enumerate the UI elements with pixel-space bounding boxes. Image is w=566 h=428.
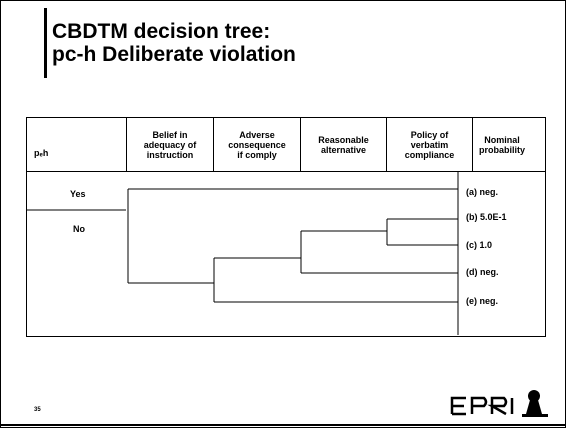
outcome-e: (e) neg. (466, 296, 499, 306)
decision-tree-table: Belief in adequacy of instruction Advers… (26, 117, 546, 337)
row-label-yes: Yes (70, 189, 86, 199)
epri-logo (450, 390, 548, 417)
outcome-a: (a) neg. (466, 187, 499, 197)
title-accent-bar (44, 8, 47, 78)
outcome-d: (d) neg. (466, 267, 499, 277)
title-line-1: CBDTM decision tree: (52, 20, 271, 43)
header-policy: Policy of verbatim compliance (387, 118, 473, 171)
header-adverse: Adverse consequence if comply (214, 118, 301, 171)
header-nominal: Nominal probability (478, 134, 525, 155)
header-divider (27, 171, 545, 172)
row-label-no: No (73, 224, 85, 234)
page-number: 35 (34, 407, 41, 413)
header-belief: Belief in adequacy of instruction (127, 118, 214, 171)
header-reasonable: Reasonable alternative (301, 118, 387, 171)
pch-header-label: pₑh (34, 148, 49, 158)
header-pch (27, 118, 127, 171)
title-line-2: pc-h Deliberate violation (52, 43, 296, 66)
slide-title: CBDTM decision tree: pc-h Deliberate vio… (52, 20, 296, 66)
outcome-c: (c) 1.0 (466, 240, 493, 250)
outcome-b: (b) 5.0E-1 (466, 212, 507, 222)
bottom-rule (0, 424, 566, 426)
